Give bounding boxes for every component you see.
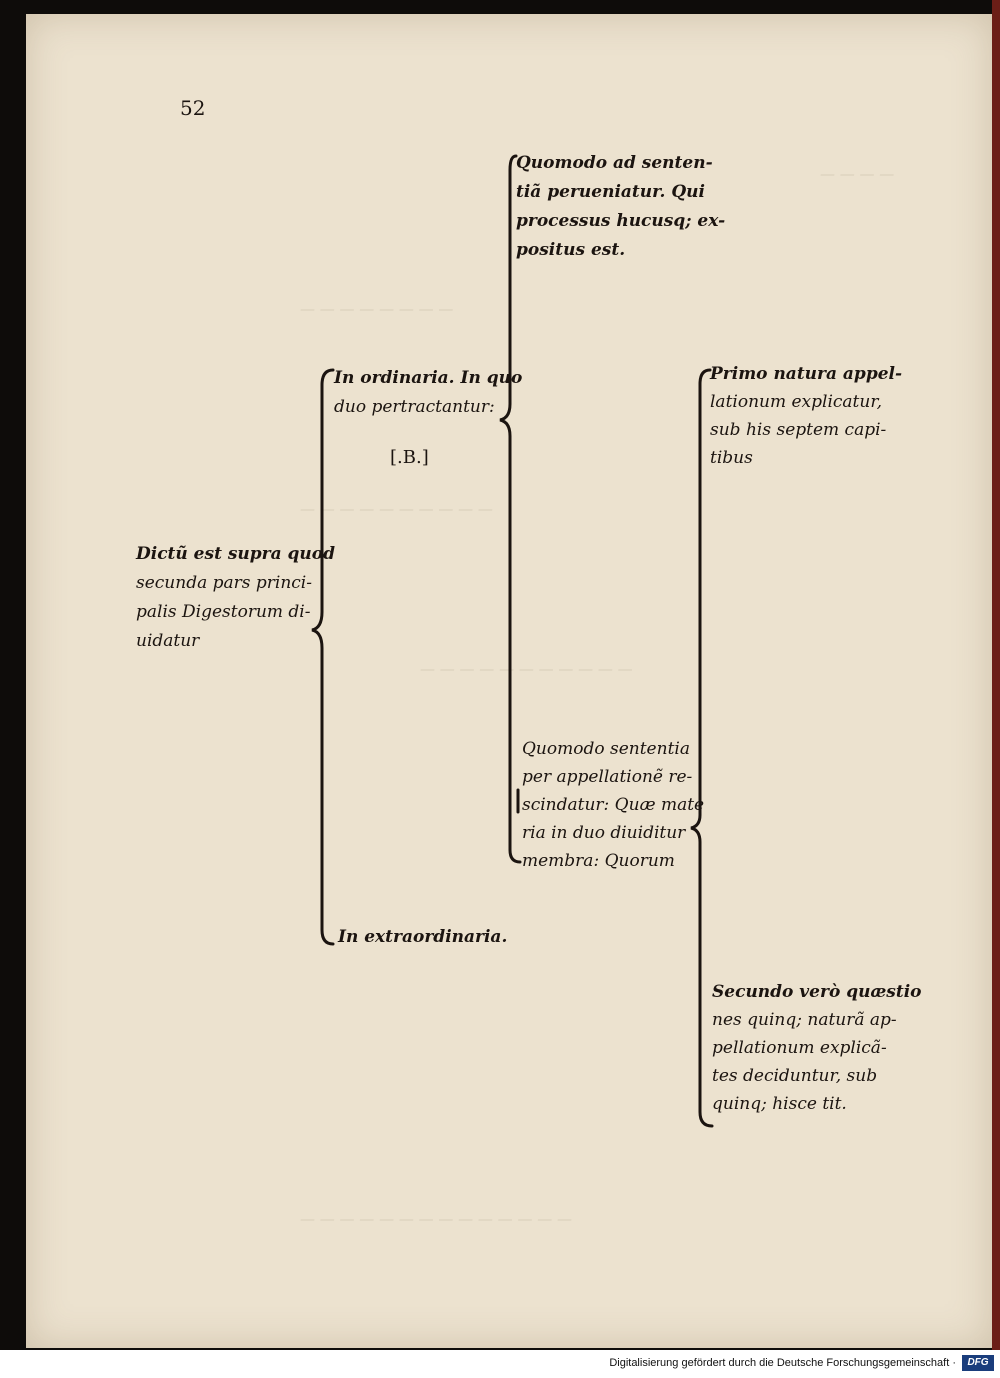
main-heading-line: secunda pars princi- [136,573,312,593]
show-through: — — — — [820,165,895,183]
main-heading-line: Dictũ est supra quod [136,544,336,564]
sententia-second-line: ria in duo diuiditur [522,823,686,843]
sententia-second-line: membra: Quorum [522,851,675,871]
secundo-line: tes deciduntur, sub [712,1066,878,1086]
primo-line: lationum explicatur, [710,392,883,412]
primo-line: sub his septem capi- [710,420,887,440]
main-brace [311,368,335,946]
second-brace [499,154,522,864]
section-mark: [.B.] [390,447,429,468]
sententia-first-line: positus est. [516,240,626,260]
sententia-second-line: scindatur: Quæ mate [522,795,705,815]
secundo-line: pellationum explicã- [712,1038,887,1058]
primo-line: tibus [710,448,753,468]
sententia-second-line: per appellationẽ re- [522,767,693,787]
primo-line: Primo natura appel- [710,364,903,384]
sententia-first-line: tiã perueniatur. Qui [516,182,705,202]
ordinaria-line: duo pertractantur: [334,397,495,417]
secundo-line: nes quinq; naturã ap- [712,1010,897,1030]
main-heading-line: palis Digestorum di- [136,602,311,622]
show-through: — — — — — — — — [300,300,454,318]
show-through: — — — — — — — — — — — [420,660,633,678]
ordinaria-line: In ordinaria. In quo [334,368,523,388]
book-edge [992,0,1000,1350]
show-through: — — — — — — — — — — [300,500,493,518]
show-through: — — — — — — — — — — — — — — [300,1210,572,1228]
footer-credit: Digitalisierung gefördert durch die Deut… [609,1357,956,1369]
secundo-line: quinq; hisce tit. [712,1094,847,1114]
main-heading-line: uidatur [136,631,200,651]
sententia-second-line: Quomodo sententia [522,739,690,759]
extraordinaria-line: In extraordinaria. [338,927,508,947]
page-number: 52 [180,96,206,120]
secundo-line: Secundo verò quæstio [712,982,922,1002]
sententia-first-line: processus hucusq; ex- [516,211,726,231]
third-brace [690,368,714,1128]
sententia-first-line: Quomodo ad senten- [516,153,713,173]
footer-bar [0,1350,1000,1378]
dfg-logo-icon[interactable]: DFG [962,1355,994,1371]
